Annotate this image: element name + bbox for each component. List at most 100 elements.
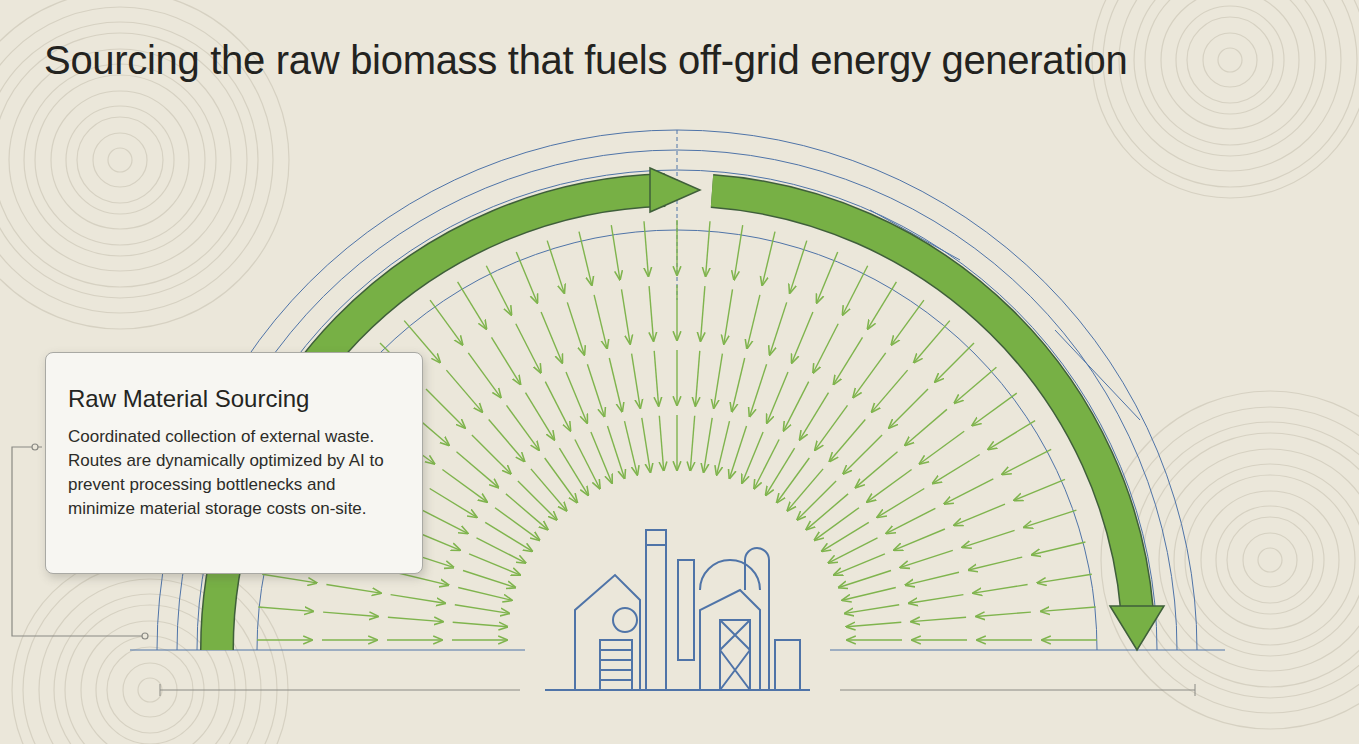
inflow-arrow (611, 225, 620, 279)
title: Sourcing the raw biomass that fuels off-… (44, 38, 1344, 83)
factory-symbol (545, 530, 810, 690)
inflow-arrow (829, 538, 878, 563)
inflow-arrow (770, 302, 787, 354)
inflow-arrow (587, 364, 604, 416)
inflow-arrow (920, 431, 965, 463)
inflow-arrow (906, 572, 960, 585)
inflow-arrow (762, 232, 775, 286)
inflow-arrow (455, 605, 509, 614)
inflow-arrow (701, 286, 705, 341)
inflow-arrow (472, 435, 511, 474)
inflow-arrow (1014, 479, 1065, 500)
inflow-arrow (622, 289, 631, 343)
inflow-arrow (747, 295, 760, 349)
inflow-arrow (766, 448, 795, 495)
inflow-arrow (659, 416, 663, 471)
inflow-arrow (457, 452, 499, 488)
inflow-arrow (853, 353, 885, 398)
inflow-arrow (579, 232, 592, 286)
inflow-arrow (1032, 542, 1086, 555)
inflow-arrow (1041, 607, 1096, 611)
inflow-arrow (935, 343, 974, 382)
inflow-arrow (575, 440, 600, 489)
inflow-arrow (257, 639, 312, 640)
inflow-arrow (912, 639, 967, 640)
inflow-arrow (625, 421, 638, 475)
inflow-arrow (489, 420, 525, 462)
inflow-arrow (867, 470, 912, 502)
inflow-arrow (724, 289, 733, 343)
inflow-arrow (453, 622, 508, 626)
inflow-arrow (387, 639, 442, 640)
inflow-arrow (830, 420, 866, 462)
inflow-arrow (972, 393, 1017, 425)
inflow-arrow (777, 458, 809, 503)
inflow-arrow (468, 353, 500, 398)
inflow-arrow (395, 572, 449, 585)
inflow-arrow (843, 435, 882, 474)
inflow-arrow (815, 508, 860, 540)
inflow-arrow (742, 432, 763, 483)
inflow-arrow (914, 321, 950, 363)
inflow-arrow (754, 440, 779, 489)
inflow-arrow (452, 639, 507, 640)
inflow-arrow (1042, 639, 1097, 640)
inflow-arrow (730, 426, 747, 478)
inflow-arrow (541, 312, 562, 363)
inflow-arrow (676, 350, 677, 405)
inflow-arrow (676, 220, 677, 275)
inflow-arrow (847, 622, 902, 626)
inflow-arrow (463, 571, 515, 588)
inflow-arrow (706, 221, 710, 276)
inflow-arrow (734, 225, 743, 279)
inflow-arrow (842, 588, 896, 601)
inflow-arrow (492, 337, 521, 384)
inflow-arrow (419, 508, 468, 533)
inflow-arrow (750, 364, 767, 416)
inflow-arrow (649, 286, 653, 341)
inflow-arrow (430, 300, 462, 345)
inflow-arrow (559, 448, 588, 495)
inflow-arrow (485, 522, 532, 551)
inflow-arrow (839, 571, 891, 588)
inflow-arrow (326, 585, 380, 594)
inflow-arrow (258, 607, 313, 611)
inflow-arrow (988, 421, 1035, 450)
inflow-arrow (594, 295, 607, 349)
inflow-arrow (518, 481, 557, 520)
inflow-arrow (822, 522, 869, 551)
inflow-arrow (469, 554, 520, 575)
inflow-arrow (892, 300, 924, 345)
inflow-arrow (690, 416, 694, 471)
inflow-arrow (1038, 574, 1092, 583)
inflow-arrow (909, 595, 963, 604)
inflow-arrow (714, 354, 723, 408)
inflow-arrow (526, 393, 555, 440)
inflow-arrow (442, 470, 487, 502)
inflow-arrow (323, 612, 378, 616)
inflow-arrow (834, 554, 885, 575)
inflow-arrow (973, 585, 1027, 594)
inflow-arrow (507, 405, 539, 450)
inflow-arrow (955, 367, 997, 403)
box-heading: Raw Material Sourcing (68, 385, 400, 413)
inflow-arrow (944, 479, 993, 504)
inflow-arrow (567, 302, 584, 354)
inflow-arrow (954, 504, 1005, 525)
inflow-arrow (767, 372, 788, 423)
inflow-arrow (1024, 510, 1076, 527)
inflow-arrow (962, 530, 1014, 547)
inflow-arrow (813, 324, 838, 373)
inflow-arrow (591, 432, 612, 483)
inflow-arrow (430, 489, 477, 518)
inflow-arrow (446, 370, 482, 412)
inflow-arrow (847, 639, 902, 640)
inflow-arrow (531, 469, 567, 511)
inflow-arrow (545, 458, 577, 503)
inflow-arrow (889, 389, 928, 428)
inflow-arrow (784, 382, 809, 431)
inflow-arrow (717, 421, 730, 475)
inflow-arrow (495, 508, 540, 540)
inflow-arrow (843, 266, 868, 315)
inflow-arrow (845, 605, 899, 614)
